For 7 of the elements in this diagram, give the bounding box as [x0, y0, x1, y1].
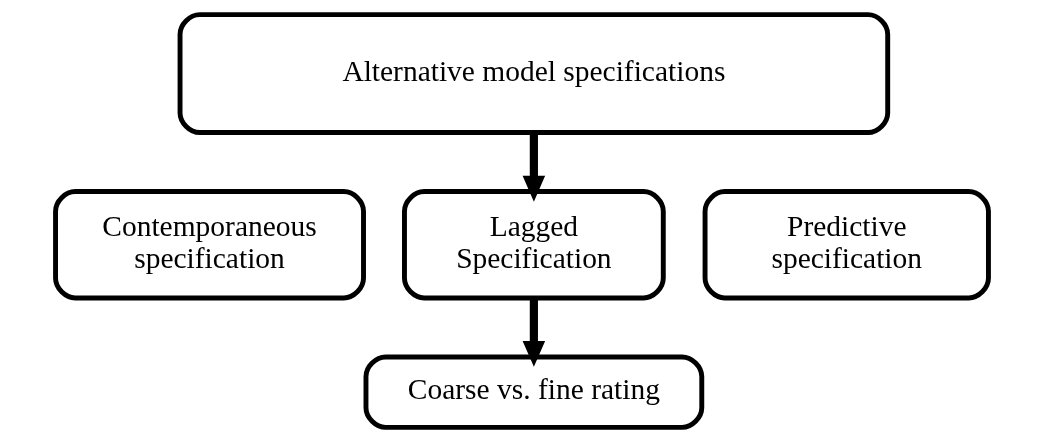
node-box: Lagged Specification — [401, 189, 666, 301]
node-box: Alternative model specifications — [177, 12, 890, 135]
node-box: Coarse vs. fine rating — [363, 354, 704, 430]
node-box: Contemporaneous specification — [52, 189, 366, 301]
arrow — [522, 298, 545, 367]
node-box: Predictive specification — [702, 189, 991, 301]
arrow — [522, 133, 545, 202]
